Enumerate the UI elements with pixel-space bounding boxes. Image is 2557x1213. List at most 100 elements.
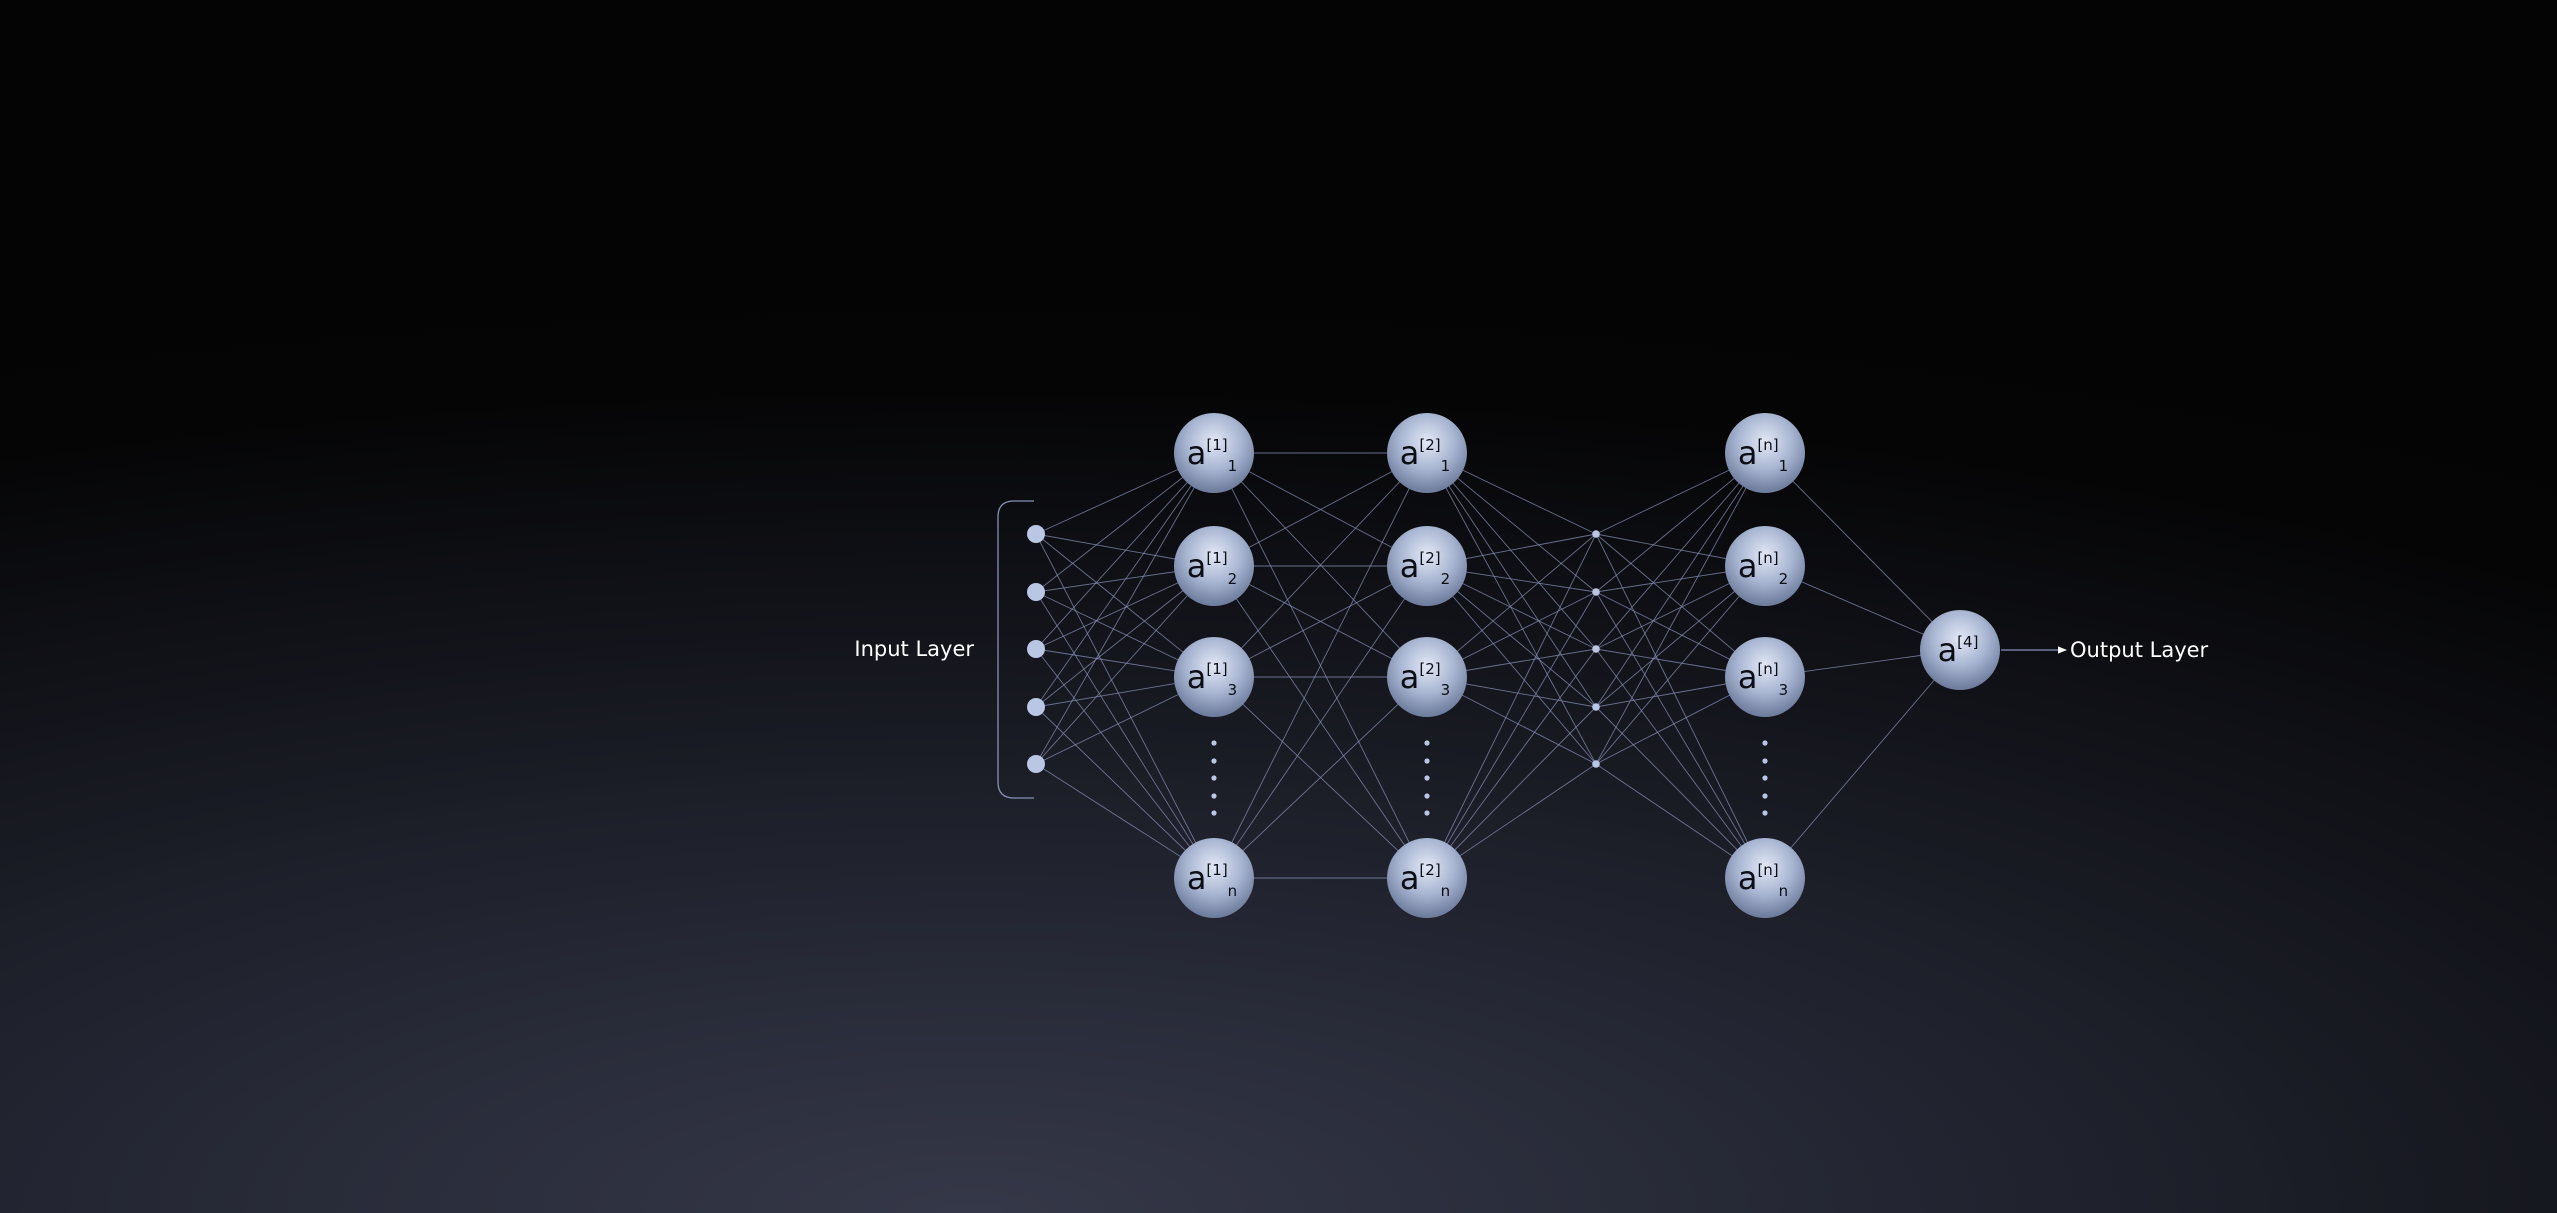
neuron-label-base: a [1738, 859, 1758, 897]
layer-n-node-n: a[n]n [1725, 838, 1805, 918]
hidden-small-node [1592, 588, 1600, 596]
neuron-label-base: a [1738, 658, 1758, 696]
ellipsis-dot [1424, 775, 1430, 781]
edge-input-to-layer-1 [1035, 648, 1215, 879]
neuron-label-subscript: 2 [1441, 570, 1451, 588]
edge-layer-1-to-layer-2 [1213, 452, 1428, 678]
neuron-label-superscript: [n] [1757, 549, 1778, 567]
neuron-label-base: a [1187, 658, 1207, 696]
neuron-label: a[2]3 [1400, 658, 1450, 699]
neuron-label: a[n]3 [1738, 658, 1788, 699]
neuron-label: a[2]2 [1400, 547, 1450, 588]
output-node: a[4] [1920, 610, 2000, 690]
layer-1-node-2: a[1]2 [1174, 526, 1254, 606]
layer-n-node-2: a[n]2 [1725, 526, 1805, 606]
neuron-label: a[n]n [1738, 859, 1788, 900]
edge-hidden-to-layer-n [1595, 565, 1766, 765]
neuron-label: a[1]n [1187, 859, 1237, 900]
neuron-label-superscript: [2] [1419, 549, 1440, 567]
ellipsis-dot [1762, 775, 1768, 781]
neuron-label-base: a [1938, 631, 1958, 669]
neuron-label: a[n]1 [1738, 434, 1788, 475]
input-node [1027, 698, 1045, 716]
layer-n-node-1: a[n]1 [1725, 413, 1805, 493]
output-layer-label: Output Layer [2070, 638, 2209, 662]
neuron-label: a[1]2 [1187, 547, 1237, 588]
edge-layer-2-to-hidden [1426, 648, 1597, 879]
neuron-label-subscript: n [1228, 882, 1238, 900]
edge-layer-2-to-hidden [1426, 706, 1597, 879]
neuron-label-superscript: [1] [1206, 861, 1227, 879]
neuron-label-subscript: 3 [1228, 681, 1238, 699]
edge-layer-2-to-hidden [1426, 533, 1597, 879]
edge-layer-2-to-hidden [1426, 452, 1597, 650]
neuron-circle [1387, 637, 1467, 717]
edge-input-to-layer-1 [1035, 706, 1215, 879]
edge-input-to-layer-1 [1035, 565, 1215, 765]
neuron-label-superscript: [n] [1757, 436, 1778, 454]
layer-2-node-2: a[2]2 [1387, 526, 1467, 606]
edge-hidden-to-layer-n [1595, 452, 1766, 765]
ellipsis-dots [1211, 740, 1768, 816]
input-node [1027, 525, 1045, 543]
neuron-label: a[2]n [1400, 859, 1450, 900]
ellipsis-dot [1211, 810, 1217, 816]
neuron-label-subscript: n [1779, 882, 1789, 900]
edge-input-to-layer-1 [1035, 452, 1215, 708]
layer-2-node-n: a[2]n [1387, 838, 1467, 918]
ellipsis-dot [1424, 810, 1430, 816]
ellipsis-dot [1762, 793, 1768, 799]
neuron-circle [1725, 526, 1805, 606]
neuron-label-subscript: 1 [1779, 457, 1789, 475]
neuron-label-superscript: [1] [1206, 436, 1227, 454]
neuron-label-subscript: n [1441, 882, 1451, 900]
neuron-circle [1725, 413, 1805, 493]
input-node [1027, 640, 1045, 658]
edge-layer-1-to-layer-2 [1213, 565, 1428, 879]
neuron-label-base: a [1400, 658, 1420, 696]
layer-2-node-1: a[2]1 [1387, 413, 1467, 493]
ellipsis-dot [1211, 775, 1217, 781]
neuron-label-subscript: 2 [1779, 570, 1789, 588]
edge-input-to-layer-1 [1035, 452, 1215, 765]
neuron-label-base: a [1738, 547, 1758, 585]
input-node [1027, 583, 1045, 601]
neuron-circle [1387, 838, 1467, 918]
edge-layer-1-to-layer-2 [1213, 676, 1428, 879]
neuron-label-superscript: [1] [1206, 660, 1227, 678]
neuron-circle [1174, 526, 1254, 606]
neuron-circle [1725, 838, 1805, 918]
neuron-label-subscript: 3 [1441, 681, 1451, 699]
neuron-label-superscript: [n] [1757, 660, 1778, 678]
neuron-label-superscript: [n] [1757, 861, 1778, 879]
edge-input-to-layer-1 [1035, 452, 1215, 650]
neuron-label-superscript: [2] [1419, 861, 1440, 879]
neuron-label-base: a [1187, 859, 1207, 897]
hidden-small-node [1592, 530, 1600, 538]
neuron-label: a[1]1 [1187, 434, 1237, 475]
neuron-nodes: a[1]1a[1]2a[1]3a[1]na[2]1a[2]2a[2]3a[2]n… [1027, 413, 2000, 918]
edge-hidden-to-layer-n [1595, 452, 1766, 708]
input-bracket [997, 500, 1034, 799]
layer-2-node-3: a[2]3 [1387, 637, 1467, 717]
ellipsis-dot [1762, 810, 1768, 816]
neuron-label: a[1]3 [1187, 658, 1237, 699]
neuron-circle [1725, 637, 1805, 717]
neuron-label-superscript: [1] [1206, 549, 1227, 567]
ellipsis-dot [1424, 758, 1430, 764]
neuron-label-base: a [1400, 547, 1420, 585]
edge-layer-1-to-layer-2 [1213, 452, 1428, 879]
neuron-label-superscript: [2] [1419, 660, 1440, 678]
ellipsis-dot [1424, 740, 1430, 746]
neuron-label-subscript: 1 [1441, 457, 1451, 475]
neuron-circle [1387, 526, 1467, 606]
edge-hidden-to-layer-n [1595, 452, 1766, 650]
edge-input-to-layer-1 [1035, 591, 1215, 879]
edge-hidden-to-layer-n [1595, 533, 1766, 879]
layer-n-node-3: a[n]3 [1725, 637, 1805, 717]
layer-1-node-3: a[1]3 [1174, 637, 1254, 717]
neuron-label-base: a [1187, 434, 1207, 472]
neuron-circle [1920, 610, 2000, 690]
input-node [1027, 755, 1045, 773]
